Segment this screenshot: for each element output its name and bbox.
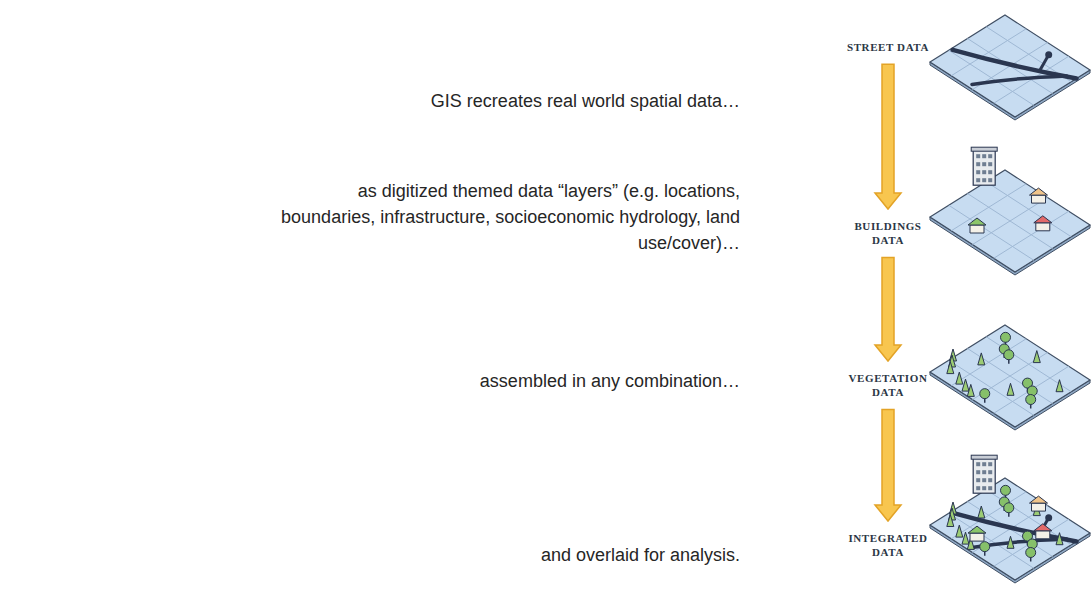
window [976,178,980,182]
window [976,154,980,158]
window [988,470,992,474]
window [982,462,986,466]
window [988,486,992,490]
window [982,486,986,490]
intro-text: assembled in any combination… [220,368,740,394]
house-roof [1030,496,1048,503]
pine-tree [947,515,954,527]
grid-line [949,360,1034,415]
cul-de-sac [1045,51,1052,58]
house [1032,195,1046,203]
tree [1004,503,1014,513]
window [988,162,992,166]
window [976,470,980,474]
tree [1001,332,1011,342]
house-roof [968,218,986,225]
window [982,170,986,174]
flow-arrow [875,258,901,361]
pine-tree [962,379,969,391]
window [982,470,986,474]
tree [1004,350,1014,360]
layer-label: INTEGRATED DATA [843,531,933,560]
pine-tree [967,384,974,396]
office-building [973,149,995,185]
intro-text: GIS recreates real world spatial data… [220,88,740,114]
house [1036,531,1050,539]
window [988,170,992,174]
flow-arrow [875,410,901,521]
office-building [971,147,997,151]
window [976,462,980,466]
grid-line [994,211,1069,258]
grid-line [949,205,1034,260]
layer-label: VEGETATION DATA [843,371,933,400]
intro-text: and overlaid for analysis. [220,542,740,568]
house [1036,223,1050,231]
layer-label: STREET DATA [843,40,933,54]
pine-tree [956,525,963,537]
window [976,486,980,490]
window [982,178,986,182]
pine-tree [1033,351,1040,363]
intro-text: as digitized themed data “layers” (e.g. … [270,178,740,256]
window [976,170,980,174]
grid-line [968,349,1053,404]
pine-tree [1056,533,1063,545]
house-roof [1034,524,1052,531]
pine-tree [978,506,985,518]
pine-tree [962,532,969,544]
pine-tree [956,372,963,384]
pine-tree [1056,380,1063,392]
house-roof [1030,188,1048,195]
grid-line [994,366,1069,413]
window [976,162,980,166]
pine-tree [1007,536,1014,548]
window [988,154,992,158]
house-roof [1034,216,1052,223]
office-building [971,455,997,459]
house [1032,503,1046,511]
road [953,50,1077,79]
window [988,462,992,466]
map-plane [930,325,1090,427]
flow-arrow [875,64,901,209]
window [976,478,980,482]
house-roof [968,526,986,533]
house [970,225,984,233]
map-plane [930,15,1090,117]
window [988,478,992,482]
tree [1001,485,1011,495]
window [982,478,986,482]
map-plane [930,170,1090,272]
window [982,154,986,158]
layer-label: BUILDINGS DATA [843,219,933,248]
pine-tree [1007,383,1014,395]
tree [1026,548,1036,558]
road [972,76,1067,85]
grid-line [968,194,1053,249]
tree [980,542,990,552]
window [982,162,986,166]
pine-tree [947,362,954,374]
tree [980,389,990,399]
window [988,178,992,182]
cul-de-sac [1045,514,1052,521]
tree [1026,395,1036,405]
pine-tree [978,353,985,365]
office-building [973,457,995,493]
house [970,533,984,541]
map-plane [930,478,1090,580]
